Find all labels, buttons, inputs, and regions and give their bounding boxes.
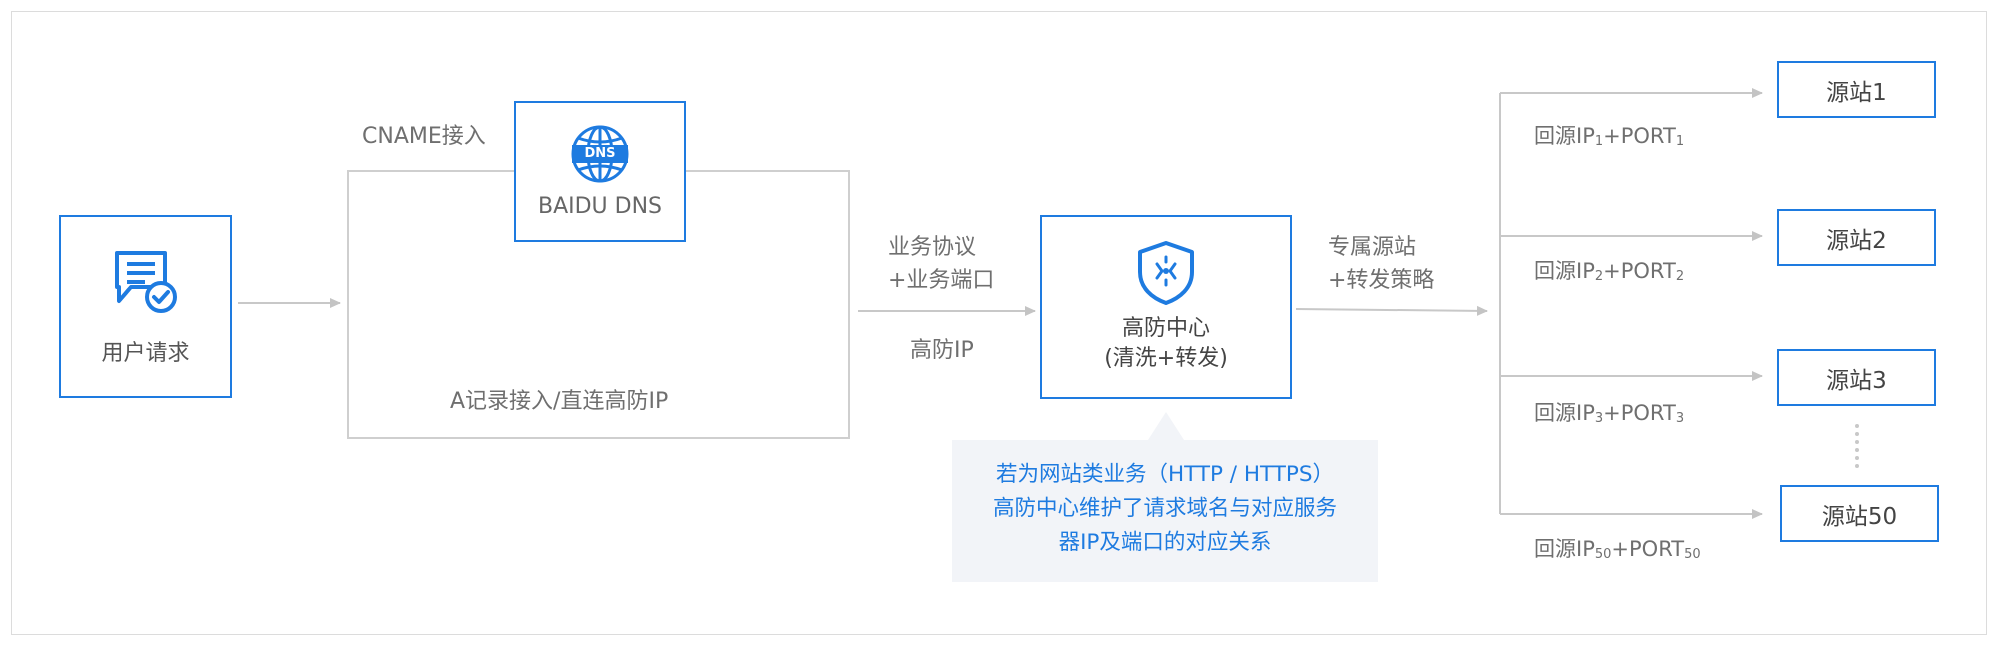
note-line3: 器IP及端口的对应关系 — [1058, 530, 1272, 555]
origin-port-label-3: 回源IP3+PORT3 — [1534, 401, 1685, 426]
strategy-label-line2: +转发策略 — [1328, 268, 1435, 293]
origin-box-1: 源站1 — [1777, 61, 1936, 118]
shield-icon — [1135, 240, 1197, 306]
note-line1: 若为网站类业务（HTTP / HTTPS） — [995, 462, 1335, 487]
center-label-line1: 高防中心 — [1121, 316, 1210, 341]
protocol-label-line2: +业务端口 — [888, 268, 995, 293]
a-record-label: A记录接入/直连高防IP — [450, 389, 669, 414]
strategy-label-line1: 专属源站 — [1328, 235, 1417, 260]
origin-port-label-2: 回源IP2+PORT2 — [1534, 259, 1685, 284]
baidu-dns-label: BAIDU DNS — [537, 194, 663, 219]
center-label-line2: (清洗+转发) — [1104, 346, 1228, 371]
cname-label: CNAME接入 — [362, 124, 486, 149]
user-request-label: 用户请求 — [101, 340, 190, 366]
origin-box-3: 源站3 — [1777, 349, 1936, 406]
gaofang-ip-label: 高防IP — [910, 338, 974, 363]
origin-port-label-50: 回源IP50+PORT50 — [1534, 537, 1701, 562]
user-request-box: 用户请求 — [59, 215, 232, 398]
website-note: 若为网站类业务（HTTP / HTTPS） 高防中心维护了请求域名与对应服务 器… — [952, 440, 1378, 582]
origin-box-2: 源站2 — [1777, 209, 1936, 266]
baidu-dns-box: DNS BAIDU DNS — [514, 101, 686, 242]
document-check-icon — [111, 247, 181, 317]
protocol-label-line1: 业务协议 — [888, 235, 977, 260]
ellipsis-dots — [1855, 424, 1859, 468]
note-pointer — [1148, 412, 1184, 440]
note-line2: 高防中心维护了请求域名与对应服务 — [992, 496, 1337, 521]
globe-dns-icon: DNS — [570, 124, 630, 184]
dns-icon-text: DNS — [584, 146, 616, 161]
origin-box-50: 源站50 — [1780, 485, 1939, 542]
origin-port-label-1: 回源IP1+PORT1 — [1534, 124, 1685, 149]
gaofang-center-box: 高防中心 (清洗+转发) — [1040, 215, 1292, 399]
arrow-center-to-branch — [1295, 305, 1488, 316]
diagram-frame — [11, 11, 1987, 635]
